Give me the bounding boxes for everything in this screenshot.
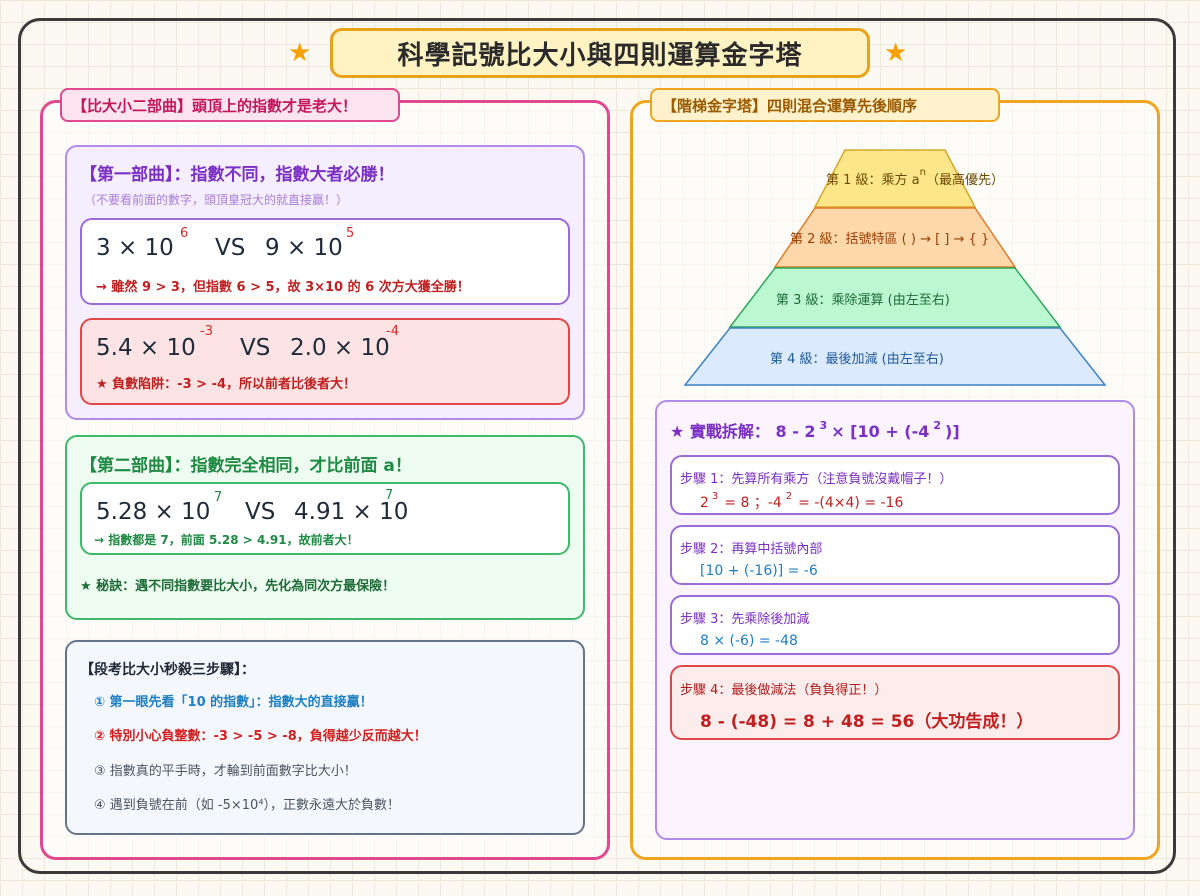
practice-step-2: [670, 525, 1120, 585]
star-icon: ★: [884, 38, 908, 68]
example-1-explain: → 雖然 9 > 3，但指數 6 > 5，故 3×10 的 6 次方大獲全勝！: [96, 280, 470, 295]
pyramid-level-1: [813, 149, 977, 208]
pyramid: [683, 149, 1107, 386]
page-title: 科學記號比大小與四則運算金字塔: [330, 28, 870, 78]
example-2-right: 2.0 × 10: [290, 335, 390, 361]
practice-step-2-calc: [10 + (-16)] = -6: [700, 563, 818, 579]
pyramid-label-3: 第 3 級：乘除運算 (由左至右): [776, 293, 950, 308]
practice-step-3-calc: 8 × (-6) = -48: [700, 633, 798, 649]
left-panel-tag: 【比大小二部曲】頭頂上的指數才是老大！: [60, 88, 400, 122]
example-3-right-exp: 7: [385, 488, 394, 503]
steps-heading: 【段考比大小秒殺三步驟】：: [80, 662, 255, 678]
practice-step-2-title: 步驟 2：再算中括號內部: [680, 542, 823, 557]
steps-item-3: ③ 指數真的平手時，才輪到前面數字比大小！: [94, 764, 357, 779]
example-2-left: 5.4 × 10: [96, 335, 196, 361]
steps-item-2: ② 特別小心負整數：-3 > -5 > -8，負得越少反而越大！: [94, 729, 427, 744]
pyramid-level-2: [773, 207, 1017, 268]
example-1-right-exp: 5: [346, 226, 355, 241]
example-3-left: 5.28 × 10: [96, 499, 211, 525]
example-1-right: 9 × 10: [265, 235, 343, 261]
steps-item-1: ① 第一眼先看「10 的指數」：指數大的直接贏！: [94, 695, 373, 710]
practice-step-3-title: 步驟 3：先乘除後加減: [680, 612, 810, 627]
pyramid-label-4: 第 4 級：最後加減 (由左至右): [770, 352, 944, 367]
part2-tip: ★ 秘訣：遇不同指數要比大小，先化為同次方最保險！: [80, 579, 396, 594]
practice-step-4-calc: 8 - (-48) = 8 + 48 = 56（大功告成！）: [700, 712, 1034, 732]
part1-note: （不要看前面的數字，頭頂皇冠大的就直接贏！）: [84, 193, 349, 207]
pyramid-label-2: 第 2 級：括號特區 ( ) → [ ] → { }: [790, 232, 990, 247]
steps-box: [65, 640, 585, 835]
outer-frame: [18, 18, 1176, 874]
example-2-vs: VS: [240, 335, 271, 361]
example-3-explain: → 指數都是 7，前面 5.28 > 4.91，故前者大！: [94, 533, 359, 547]
example-2-left-exp: -3: [200, 324, 213, 339]
example-3-left-exp: 7: [214, 490, 223, 505]
right-panel-tag: 【階梯金字塔】四則混合運算先後順序: [650, 88, 1000, 122]
practice-step-1-title: 步驟 1：先算所有乘方（注意負號沒戴帽子！）: [680, 472, 953, 487]
pyramid-level-4: [683, 327, 1107, 386]
example-2-box: [80, 318, 570, 405]
example-1-vs: VS: [215, 235, 246, 261]
pyramid-level-3: [728, 267, 1062, 328]
practice-step-4-title: 步驟 4：最後做減法（負負得正！）: [680, 683, 888, 698]
example-1-left-exp: 6: [180, 226, 189, 241]
example-2-right-exp: -4: [386, 324, 399, 339]
example-3-box: [80, 482, 570, 555]
star-icon: ★: [288, 38, 312, 68]
example-3-right: 4.91 × 10: [294, 499, 409, 525]
steps-item-4: ④ 遇到負號在前（如 -5×10⁴），正數永遠大於負數！: [94, 798, 401, 813]
example-1-box: [80, 218, 570, 305]
example-2-explain: ★ 負數陷阱：-3 > -4，所以前者比後者大！: [96, 377, 357, 392]
example-3-vs: VS: [245, 499, 276, 525]
practice-step-4: [670, 665, 1120, 740]
part2-heading: 【第二部曲】：指數完全相同，才比前面 a！: [80, 456, 412, 476]
practice-step-3: [670, 595, 1120, 655]
example-1-left: 3 × 10: [96, 235, 174, 261]
practice-step-1: [670, 455, 1120, 515]
part1-heading: 【第一部曲】：指數不同，指數大者必勝！: [80, 165, 395, 185]
pyramid-label-1: 第 1 級：乘方 an（最高優先）: [826, 167, 1004, 188]
